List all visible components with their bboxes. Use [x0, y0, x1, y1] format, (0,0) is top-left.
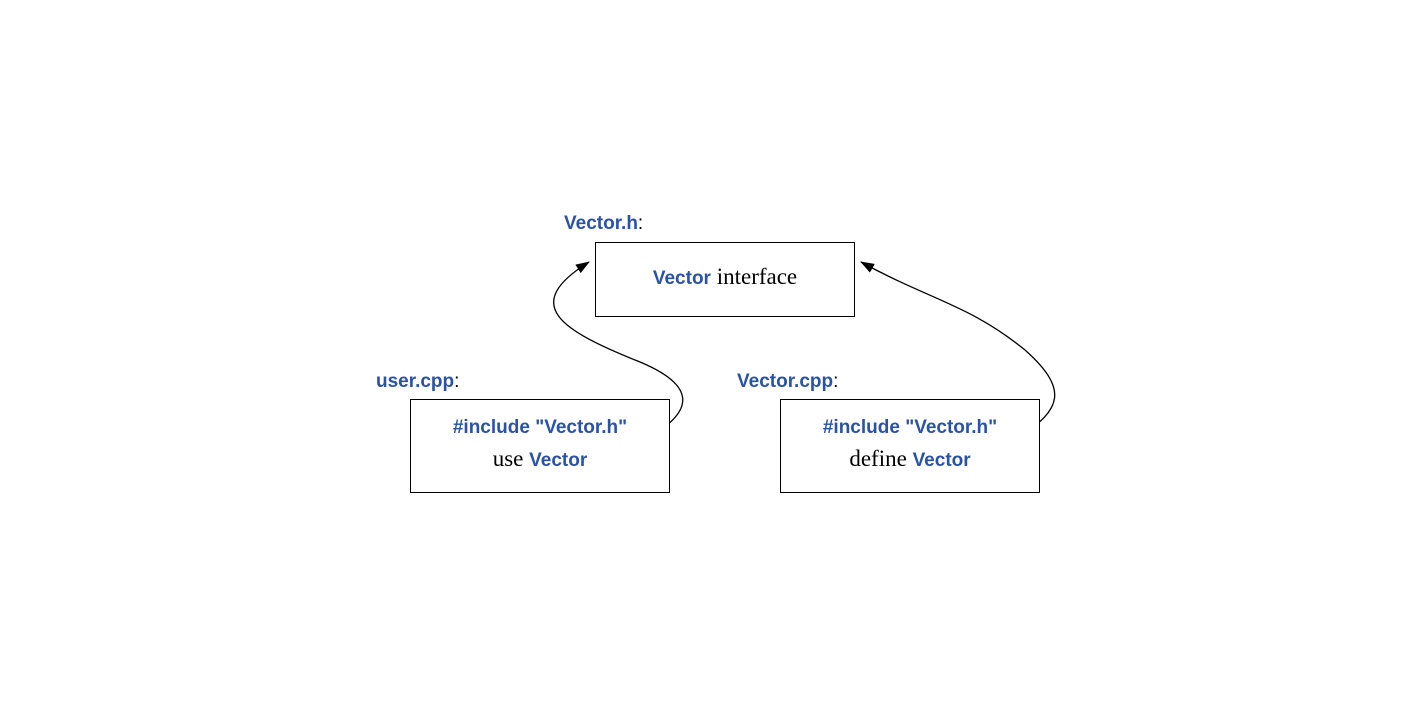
user-include-line: #include "Vector.h"	[452, 417, 628, 438]
impl-body-line: define Vector	[849, 446, 971, 471]
user-include-arrow	[553, 261, 684, 437]
user-file-box: #include "Vector.h" use Vector	[410, 399, 670, 493]
header-box-text: Vector interface	[652, 264, 798, 289]
impl-filename: Vector.cpp	[737, 371, 834, 392]
header-box-code: Vector	[652, 268, 711, 289]
header-filename-label: Vector.h:	[564, 213, 644, 234]
user-body-line: use Vector	[492, 446, 588, 471]
impl-file-box: #include "Vector.h" define Vector	[780, 399, 1040, 493]
header-file-box: Vector interface	[595, 242, 855, 317]
impl-include-arrow	[860, 261, 1056, 437]
impl-filename-label: Vector.cpp:	[737, 371, 839, 392]
header-filename: Vector.h	[564, 213, 638, 234]
user-filename: user.cpp	[376, 371, 455, 392]
user-filename-label: user.cpp:	[376, 371, 460, 392]
impl-include-line: #include "Vector.h"	[822, 417, 998, 438]
